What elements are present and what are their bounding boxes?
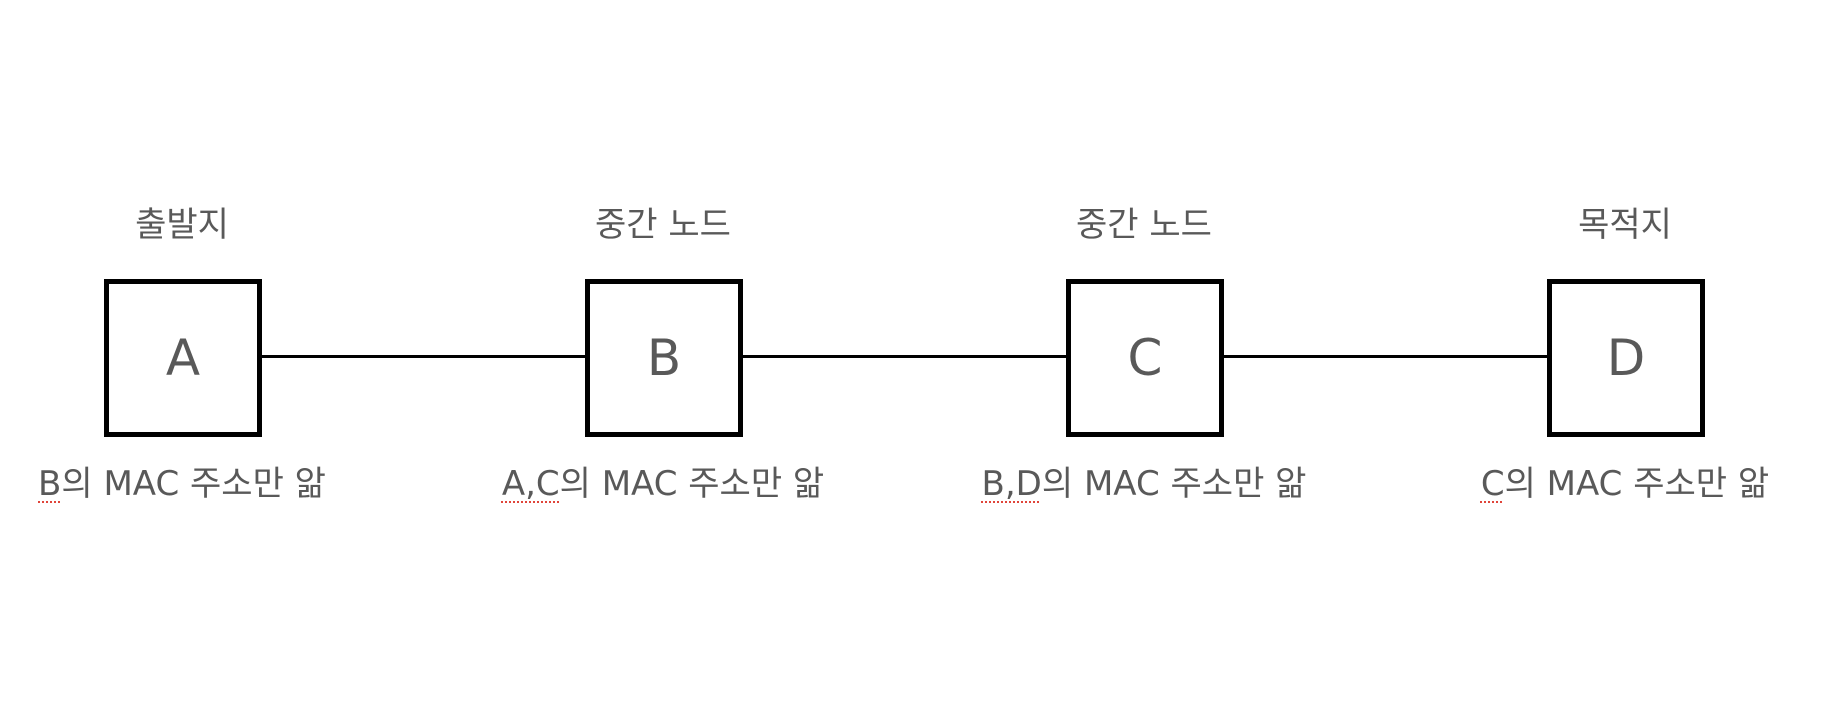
node-c-note-rest: 의 MAC 주소만 앎 <box>1041 464 1307 504</box>
node-d-box: D <box>1547 279 1705 437</box>
node-c-box: C <box>1066 279 1224 437</box>
node-b-note-prefix: A,C <box>501 464 560 504</box>
node-c-letter: C <box>1127 329 1163 387</box>
node-d-letter: D <box>1606 329 1646 387</box>
node-c-note: B,D의 MAC 주소만 앎 <box>934 462 1354 506</box>
node-a-letter: A <box>165 329 201 387</box>
node-a-role-label: 출발지 <box>135 205 229 245</box>
node-a-note: B의 MAC 주소만 앎 <box>0 462 392 506</box>
node-b-note-rest: 의 MAC 주소만 앎 <box>559 464 825 504</box>
link-c-d <box>1218 355 1549 358</box>
node-d-role-label: 목적지 <box>1578 205 1672 245</box>
node-b-box: B <box>585 279 743 437</box>
link-a-b <box>256 355 587 358</box>
node-b-letter: B <box>646 329 682 387</box>
node-d-note: C의 MAC 주소만 앎 <box>1415 462 1835 506</box>
node-a-note-rest: 의 MAC 주소만 앎 <box>61 464 326 504</box>
node-b-note: A,C의 MAC 주소만 앎 <box>453 462 873 506</box>
node-c-note-prefix: B,D <box>981 464 1042 504</box>
node-d-note-prefix: C <box>1480 464 1505 504</box>
node-d-note-rest: 의 MAC 주소만 앎 <box>1504 464 1770 504</box>
node-b-role-label: 중간 노드 <box>595 205 731 245</box>
node-a-box: A <box>104 279 262 437</box>
node-c-role-label: 중간 노드 <box>1076 205 1212 245</box>
node-a-note-prefix: B <box>38 464 62 504</box>
link-b-c <box>737 355 1068 358</box>
